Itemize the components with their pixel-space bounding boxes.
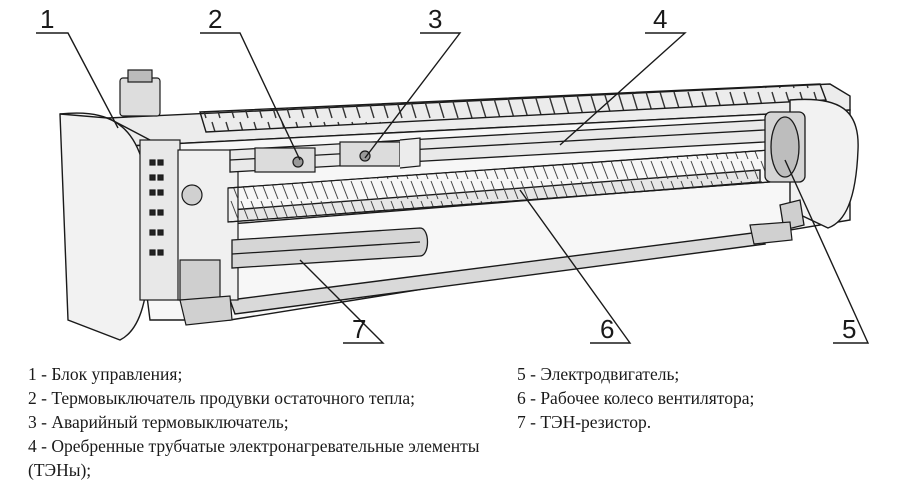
legend-item-4: 4 - Оребренные трубчатые электронагреват… xyxy=(28,436,480,480)
callout-6: 6 xyxy=(600,314,614,344)
legend-item-7: 7 - ТЭН-резистор. xyxy=(517,412,652,432)
callout-4: 4 xyxy=(653,4,667,34)
left-end-cap xyxy=(59,112,151,341)
right-end-cap xyxy=(789,98,859,229)
control-block xyxy=(119,69,239,301)
legend-item-5: 5 - Электродвигатель; xyxy=(517,364,680,384)
callout-7: 7 xyxy=(352,314,366,344)
callout-2: 2 xyxy=(208,4,222,34)
thermostats xyxy=(254,137,421,173)
support-feet xyxy=(179,221,793,326)
callout-5: 5 xyxy=(842,314,856,344)
legend-item-6: 6 - Рабочее колесо вентилятора; xyxy=(517,388,755,408)
legend-item-3: 3 - Аварийный термовыключатель; xyxy=(28,412,289,432)
legend-left: 1 - Блок управления; 2 - Термовыключател… xyxy=(28,362,518,482)
ten-resistor xyxy=(231,227,429,269)
electric-motor xyxy=(764,111,806,231)
legend-item-1: 1 - Блок управления; xyxy=(28,364,183,384)
air-curtain-diagram: 1 2 3 4 5 6 7 xyxy=(36,4,870,344)
callout-1: 1 xyxy=(40,4,54,34)
legend-item-2: 2 - Термовыключатель продувки остаточног… xyxy=(28,388,415,408)
legend-right: 5 - Электродвигатель; 6 - Рабочее колесо… xyxy=(517,362,887,434)
leader-lines xyxy=(36,32,870,344)
callout-3: 3 xyxy=(428,4,442,34)
